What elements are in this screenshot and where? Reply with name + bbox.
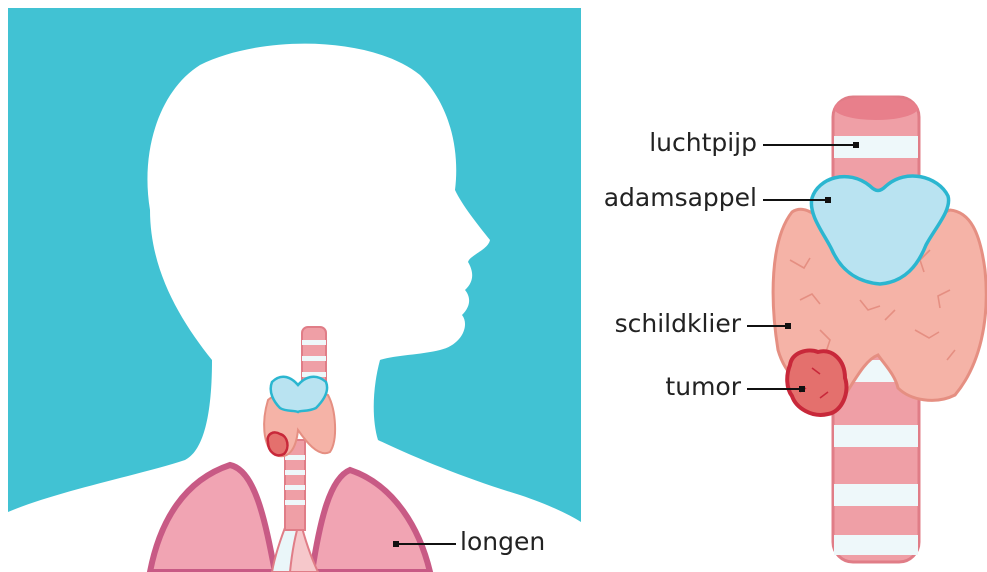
- label-lungs: longen: [460, 527, 545, 557]
- label-larynx: adamsappel: [604, 183, 757, 213]
- small-tumor: [268, 432, 288, 455]
- large-tumor: [787, 351, 846, 415]
- label-trachea: luchtpijp: [649, 128, 757, 158]
- label-thyroid: schildklier: [615, 309, 741, 339]
- label-tumor: tumor: [665, 372, 741, 402]
